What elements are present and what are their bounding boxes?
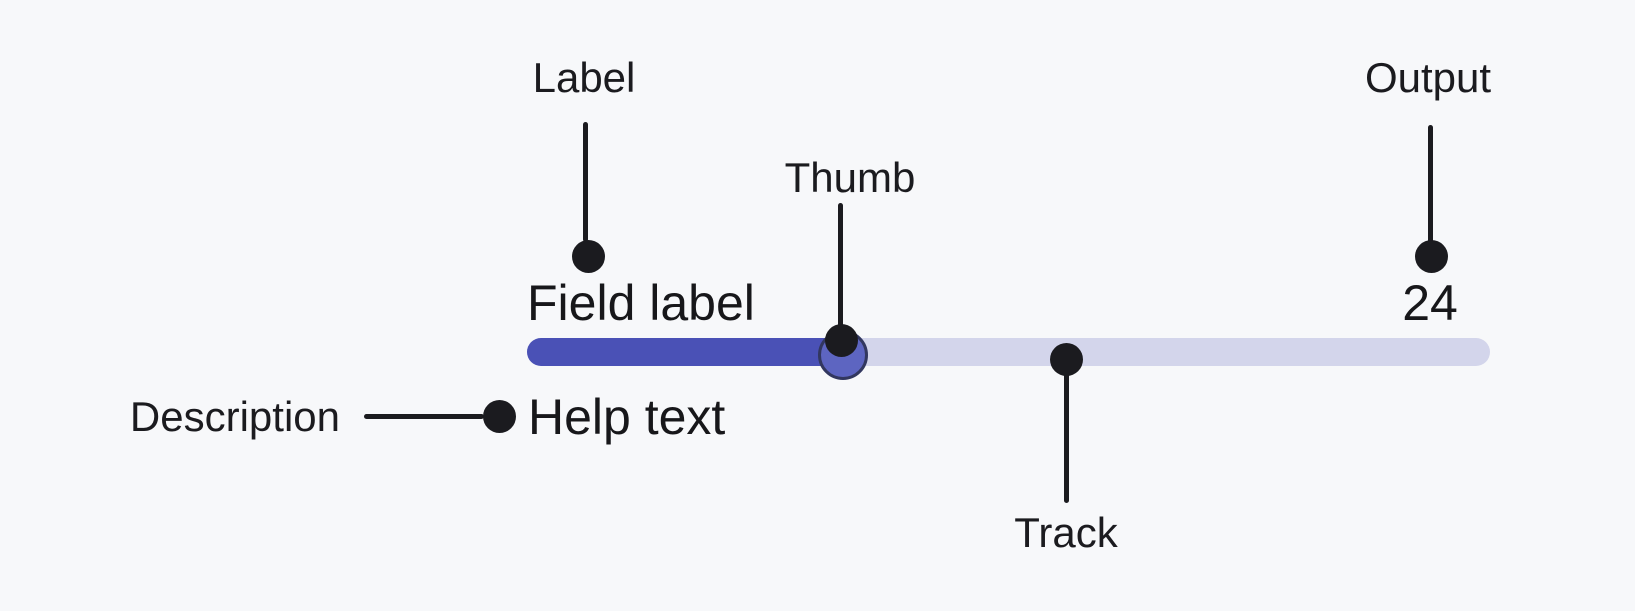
slider-track-fill [527, 338, 845, 366]
annotation-thumb: Thumb [784, 154, 916, 201]
field-label: Field label [527, 275, 755, 331]
slider-track[interactable] [527, 338, 1490, 366]
annotation-track: Track [1014, 509, 1118, 556]
help-text: Help text [528, 389, 726, 445]
annotation-track-dot [1050, 343, 1083, 376]
annotation-description-dot [483, 400, 516, 433]
annotation-output-dot [1415, 240, 1448, 273]
annotation-thumb-line [838, 203, 843, 333]
annotation-description-line [364, 414, 484, 419]
annotation-output-line [1428, 125, 1433, 243]
annotation-label-dot [572, 240, 605, 273]
annotation-description: Description [129, 393, 340, 440]
annotation-thumb-dot [825, 324, 858, 357]
annotation-output: Output [1364, 54, 1492, 101]
annotation-label: Label [532, 54, 636, 101]
annotation-label-line [583, 122, 588, 242]
output-value: 24 [1402, 275, 1458, 331]
annotation-track-line [1064, 372, 1069, 503]
